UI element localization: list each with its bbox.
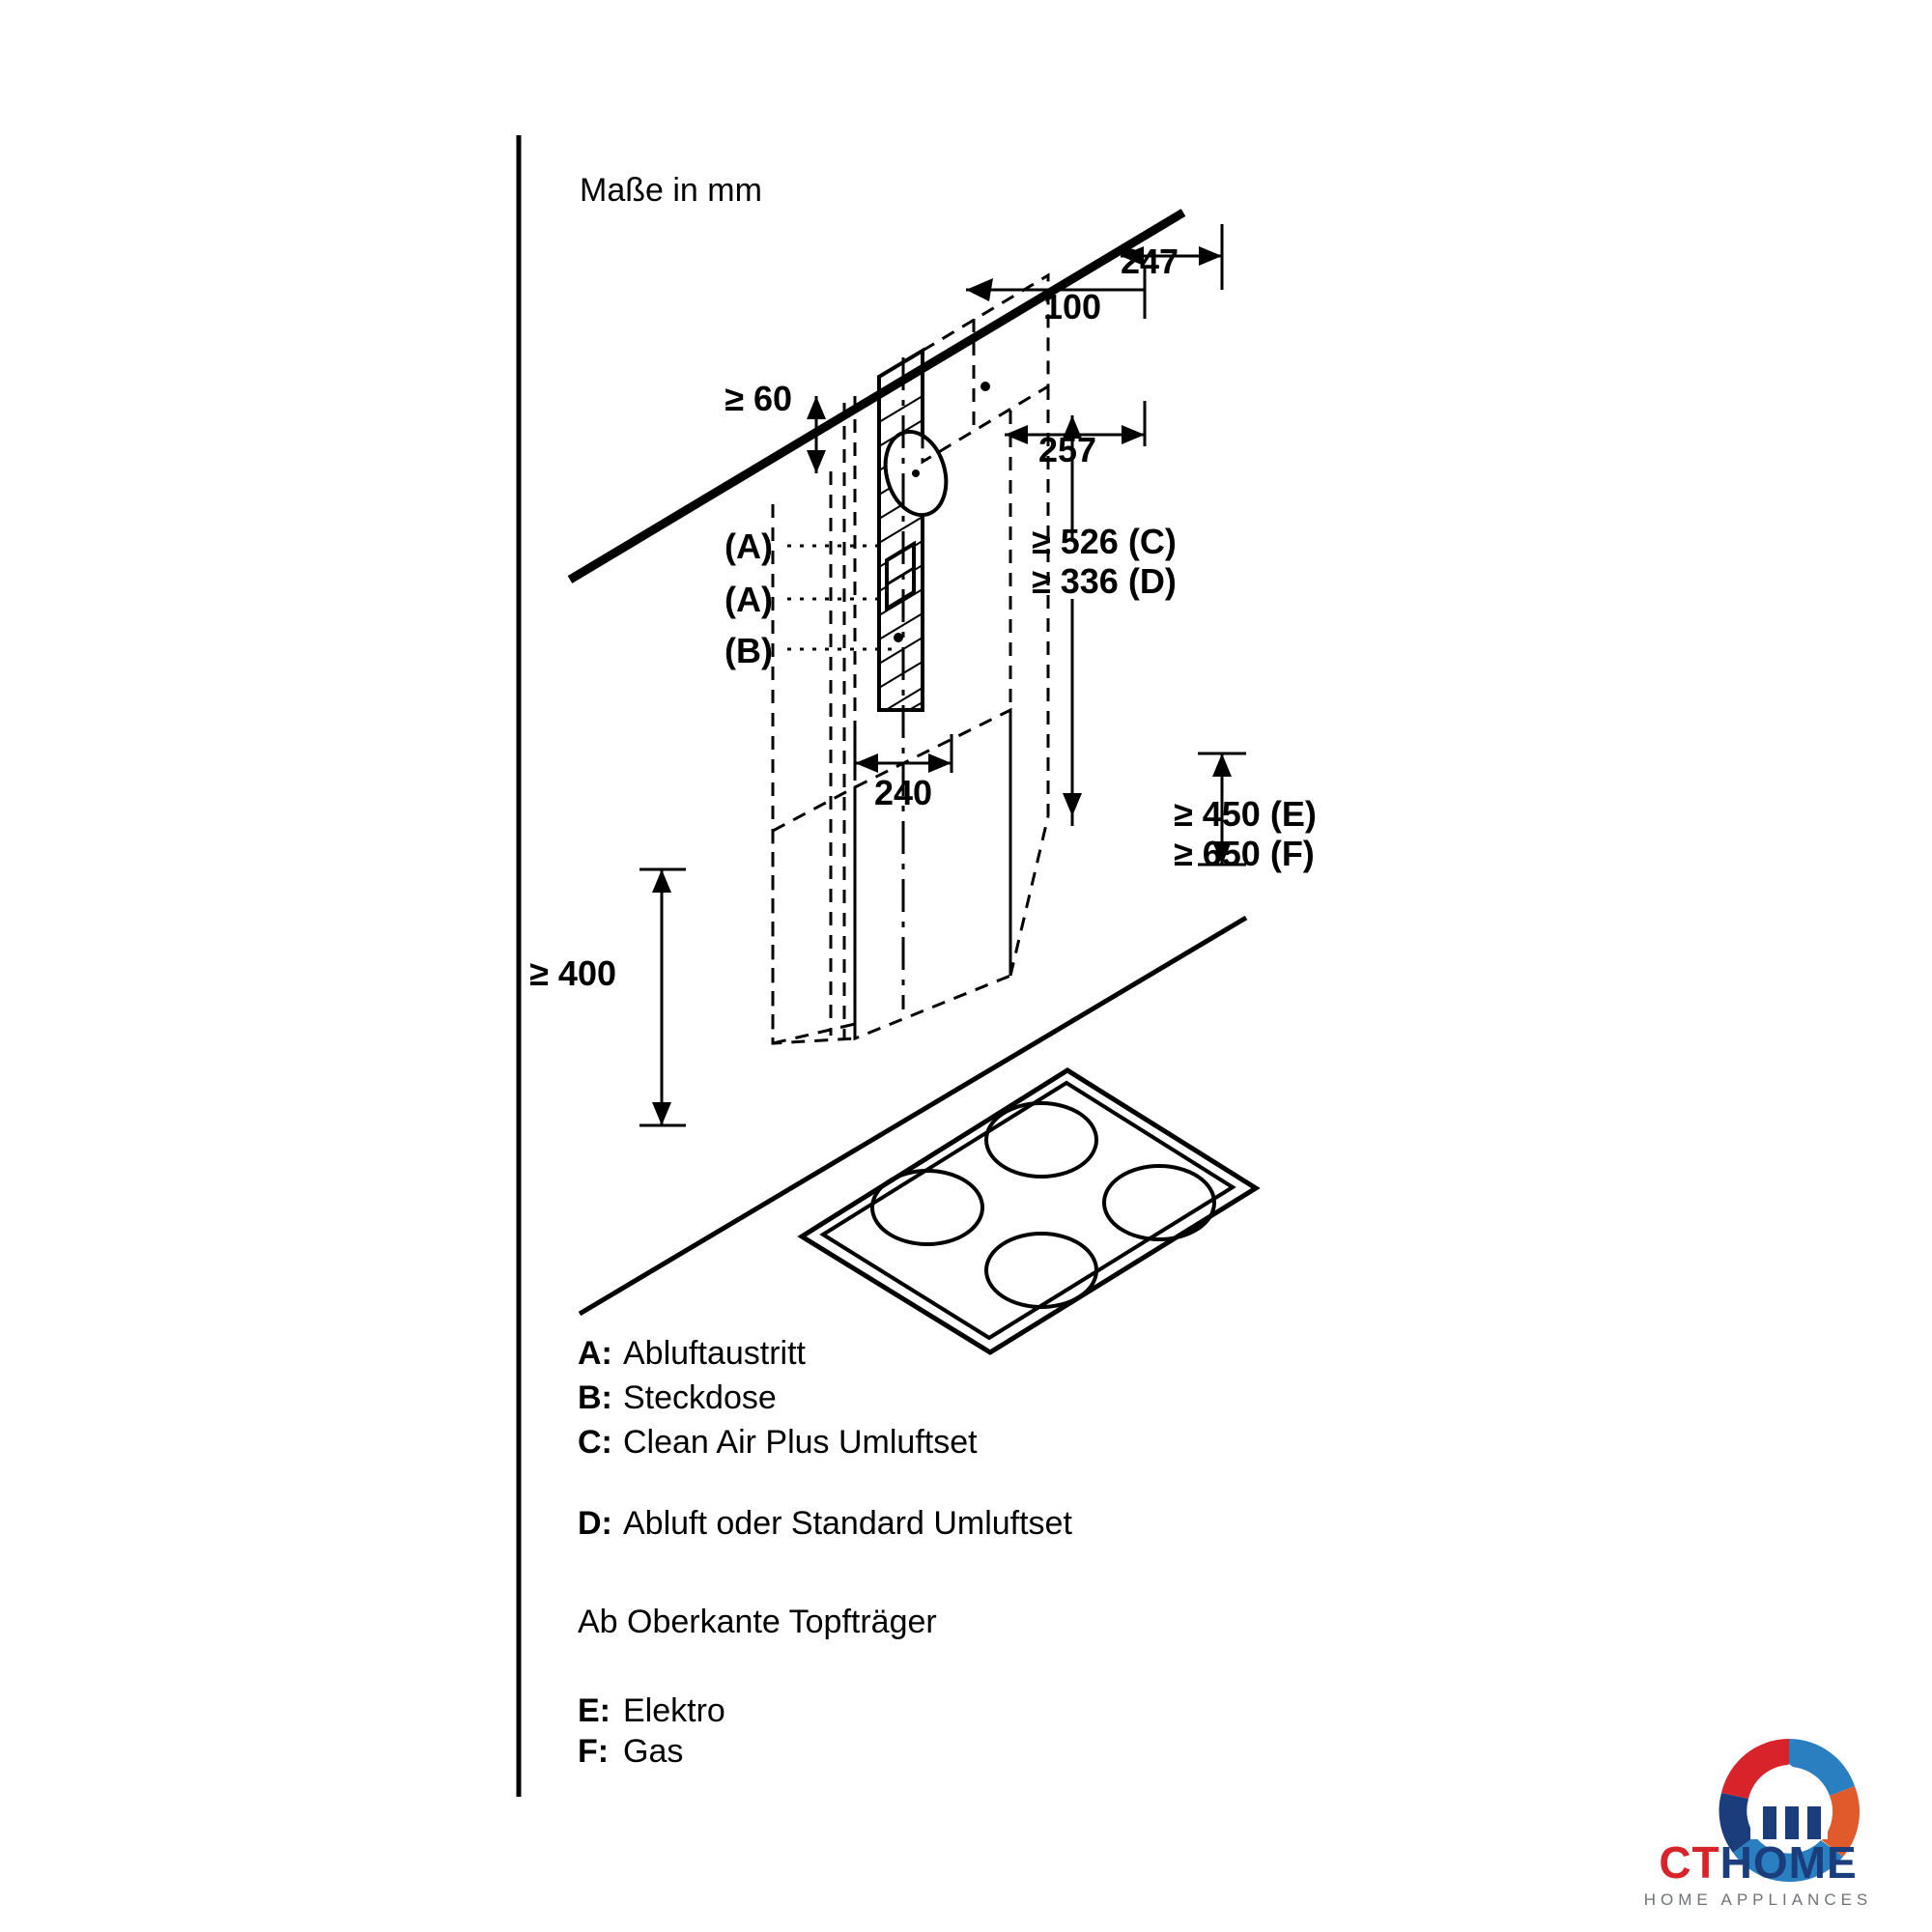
callout-b: (B)	[724, 631, 773, 670]
dim-336d-label: ≥ 336 (D)	[1032, 561, 1177, 601]
dim-100: 100	[966, 266, 1147, 327]
rect-outlet-divider	[886, 566, 915, 586]
legend-key-b: B:	[578, 1379, 612, 1416]
dim-247-label: 247	[1121, 242, 1179, 281]
dim-min60: ≥ 60	[724, 379, 826, 473]
dim-450e-label: ≥ 450 (E)	[1174, 794, 1317, 834]
brand-name-home: HOME	[1719, 1837, 1858, 1888]
countertop-edge	[578, 915, 1248, 1317]
hob-burner-left	[870, 1169, 984, 1246]
dim-526c-label: ≥ 526 (C)	[1032, 522, 1177, 561]
hob-burner-bottom	[984, 1232, 1098, 1309]
legend-text-d: Abluft oder Standard Umluftset	[623, 1505, 1072, 1542]
dim-247: 247	[1121, 224, 1224, 290]
callout-leaders	[787, 544, 896, 651]
legend-key-c: C:	[578, 1424, 612, 1461]
air-outlet-center	[912, 469, 920, 477]
legend-note: Ab Oberkante Topfträger	[578, 1604, 937, 1640]
dim-240-label: 240	[874, 773, 932, 812]
callout-a2: (A)	[724, 580, 773, 619]
wall-edge-line	[567, 209, 1186, 583]
dim-526-336: ≥ 526 (C) ≥ 336 (D)	[1032, 415, 1177, 816]
dim-450-650: ≥ 450 (E) ≥ 650 (F)	[1174, 752, 1317, 873]
legend-text-f: Gas	[623, 1733, 683, 1770]
callout-a1: (A)	[724, 526, 773, 566]
legend-key-f: F:	[578, 1733, 609, 1770]
dim-min60-label: ≥ 60	[724, 379, 792, 418]
socket-marker	[894, 633, 903, 642]
dim-240: 240	[853, 734, 953, 812]
hood-body-dashed	[771, 707, 1012, 1045]
zone-center-dot	[980, 382, 990, 391]
brand-name: CTHOME	[1599, 1840, 1918, 1885]
dim-257: 257	[1005, 401, 1147, 469]
brand-wordmark: CTHOME HOME APPLIANCES	[1599, 1840, 1918, 1910]
legend-text-a: Abluftaustritt	[623, 1335, 807, 1372]
hob-inner	[819, 1080, 1236, 1341]
chimney-hatching	[878, 371, 923, 711]
dim-400: ≥ 400	[529, 867, 686, 1127]
legend-key-e: E:	[578, 1692, 611, 1729]
legend-key-d: D:	[578, 1505, 612, 1542]
legend: A: Abluftaustritt B: Steckdose C: Clean …	[578, 1335, 1072, 1770]
legend-text-b: Steckdose	[623, 1379, 777, 1416]
dim-650f-label: ≥ 650 (F)	[1174, 834, 1315, 873]
hob-burner-right	[1102, 1164, 1216, 1241]
dim-100-label: 100	[1043, 287, 1101, 327]
brand-tagline: HOME APPLIANCES	[1643, 1890, 1873, 1909]
legend-text-e: Elektro	[623, 1692, 725, 1729]
legend-text-c: Clean Air Plus Umluftset	[623, 1424, 978, 1461]
dim-400-label: ≥ 400	[529, 953, 616, 993]
brand-name-ct: CT	[1659, 1837, 1720, 1888]
hob-burner-top	[984, 1101, 1098, 1179]
brand-logo-mark	[1719, 1739, 1861, 1883]
legend-key-a: A:	[578, 1335, 612, 1372]
hob-outer	[797, 1067, 1261, 1355]
units-caption: Maße in mm	[580, 172, 762, 209]
